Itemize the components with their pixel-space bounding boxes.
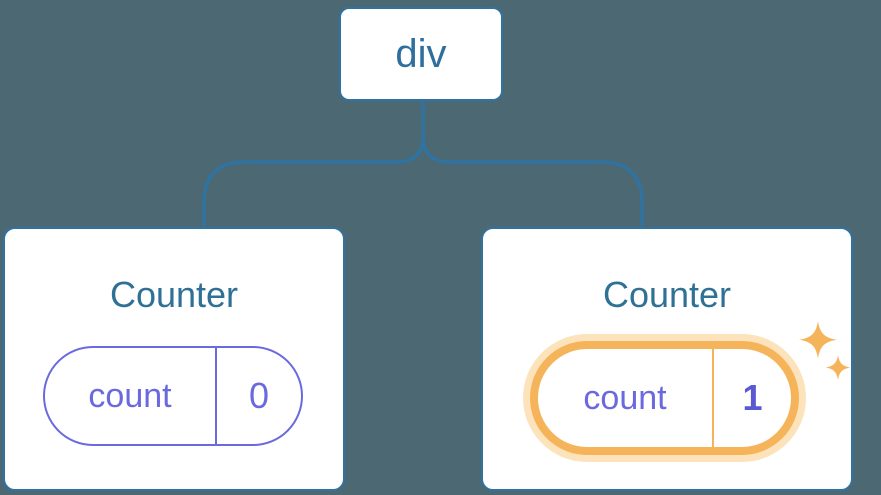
counter-node-right: Counter count 1 [481, 227, 853, 491]
state-key-label: count [538, 349, 714, 447]
state-value: 0 [248, 375, 270, 416]
root-node-label: div [395, 32, 447, 76]
state-key-label: count [45, 348, 217, 444]
state-pill: count 0 [43, 346, 303, 446]
component-title: Counter [109, 274, 239, 315]
component-title: Counter [602, 274, 732, 315]
counter-node-left: Counter count 0 [3, 227, 345, 491]
connector-branch-left [202, 135, 425, 226]
connector-branch-right [421, 135, 644, 226]
state-value: 1 [742, 377, 763, 418]
state-pill-highlighted: count 1 [530, 341, 799, 455]
root-node: div [339, 7, 503, 101]
sparkles-icon [799, 321, 851, 380]
